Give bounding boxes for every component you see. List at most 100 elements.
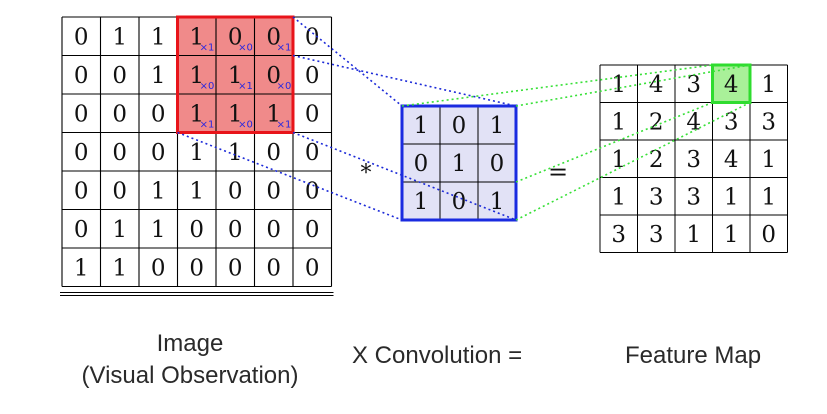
feature-cell-value: 2: [649, 147, 664, 173]
image-cell-value: 0: [228, 217, 243, 243]
feature-cell-value: 2: [649, 109, 664, 135]
window-to-kernel-line: [292, 16, 403, 107]
feature-cell-value: 3: [649, 184, 664, 210]
image-cell-value: 1: [266, 101, 281, 127]
feature-cell-value: 3: [686, 147, 701, 173]
feature-cell-value: 1: [724, 184, 739, 210]
feature-cell-value: 0: [761, 222, 776, 248]
feature-cell-value: 3: [649, 222, 664, 248]
image-cell-value: 1: [112, 255, 127, 281]
image-cell-value: 0: [112, 140, 127, 166]
kernel-fill: [402, 106, 516, 220]
kernel-cell-value: 1: [414, 189, 429, 215]
window-weight-subscript: ×1: [277, 120, 292, 131]
image-cell-value: 0: [266, 63, 281, 89]
image-cell-value: 0: [266, 217, 281, 243]
feature-cell-value: 3: [724, 109, 739, 135]
window-to-kernel-line: [292, 54, 517, 107]
feature-cell-value: 3: [686, 184, 701, 210]
window-weight-subscript: ×1: [200, 43, 215, 54]
feature-cell-value: 1: [611, 72, 626, 98]
image-cell-value: 1: [151, 24, 166, 50]
feature-cell-value: 1: [686, 222, 701, 248]
image-label-line1: Image: [156, 330, 224, 357]
image-cell-value: 1: [189, 24, 204, 50]
feature-cell-value: 1: [611, 109, 626, 135]
image-cell-value: 0: [305, 101, 320, 127]
image-cell-value: 0: [228, 178, 243, 204]
window-weight-subscript: ×0: [238, 120, 253, 131]
feature-cell-value: 1: [761, 147, 776, 173]
window-weight-subscript: ×0: [277, 81, 292, 92]
image-cell-value: 0: [189, 255, 204, 281]
image-cell-value: 0: [74, 63, 89, 89]
image-cell-value: 0: [266, 24, 281, 50]
image-cell-value: 0: [266, 140, 281, 166]
image-cell-value: 0: [151, 140, 166, 166]
image-cell-value: 0: [74, 101, 89, 127]
equals-operator: =: [548, 158, 568, 186]
image-cell-value: 0: [228, 24, 243, 50]
image-cell-value: 1: [189, 63, 204, 89]
kernel-cell-value: 1: [490, 189, 505, 215]
image-cell-value: 1: [112, 217, 127, 243]
window-weight-subscript: ×1: [277, 43, 292, 54]
window-weight-subscript: ×1: [238, 81, 253, 92]
feature-cell-value: 4: [649, 72, 664, 98]
image-cell-value: 1: [189, 140, 204, 166]
image-cell-value: 1: [189, 178, 204, 204]
image-cell-value: 0: [74, 178, 89, 204]
image-label-line2: (Visual Observation): [81, 362, 299, 389]
image-cell-value: 0: [151, 101, 166, 127]
image-cell-value: 0: [305, 255, 320, 281]
image-cell-value: 1: [189, 101, 204, 127]
image-cell-value: 1: [151, 63, 166, 89]
feature-cell-value: 1: [761, 184, 776, 210]
kernel-cell-value: 0: [490, 151, 505, 177]
image-cell-value: 0: [74, 24, 89, 50]
image-cell-value: 1: [228, 101, 243, 127]
feature-cell-value: 3: [611, 222, 626, 248]
feature-cell-value: 1: [724, 222, 739, 248]
image-cell-value: 0: [266, 255, 281, 281]
kernel-cell-value: 1: [452, 151, 467, 177]
image-cell-value: 1: [151, 178, 166, 204]
image-cell-value: 1: [74, 255, 89, 281]
feature-highlight-border: [711, 63, 752, 104]
image-cell-value: 0: [305, 63, 320, 89]
window-weight-subscript: ×1: [200, 120, 215, 131]
window-weight-subscript: ×0: [200, 81, 215, 92]
kernel-to-feature-line: [515, 101, 713, 183]
kernel-border: [400, 104, 518, 222]
image-cell-value: 1: [228, 63, 243, 89]
kernel-to-feature-line: [515, 101, 751, 221]
image-cell-value: 0: [112, 63, 127, 89]
feature-cell-value: 4: [724, 72, 739, 98]
window-weight-subscript: ×0: [238, 43, 253, 54]
feature-map-label: Feature Map: [625, 342, 762, 369]
image-cell-value: 0: [74, 217, 89, 243]
kernel-cell-value: 1: [414, 113, 429, 139]
kernel-cell-value: 1: [490, 113, 505, 139]
feature-cell-value: 1: [611, 184, 626, 210]
feature-cell-value: 1: [611, 147, 626, 173]
convolution-label: X Convolution =: [352, 342, 523, 369]
image-cell-value: 0: [228, 255, 243, 281]
convolution-operator: *: [361, 161, 372, 186]
image-cell-value: 0: [266, 178, 281, 204]
image-cell-value: 0: [189, 217, 204, 243]
feature-cell-value: 3: [761, 109, 776, 135]
feature-cell-value: 3: [686, 72, 701, 98]
image-cell-value: 0: [74, 140, 89, 166]
image-cell-value: 0: [151, 255, 166, 281]
image-cell-value: 1: [112, 24, 127, 50]
kernel-cell-value: 0: [414, 151, 429, 177]
image-cell-value: 0: [112, 178, 127, 204]
image-cell-value: 1: [228, 140, 243, 166]
window-to-kernel-line: [177, 131, 403, 221]
image-cell-value: 1: [151, 217, 166, 243]
image-cell-value: 0: [305, 178, 320, 204]
feature-cell-value: 1: [761, 72, 776, 98]
